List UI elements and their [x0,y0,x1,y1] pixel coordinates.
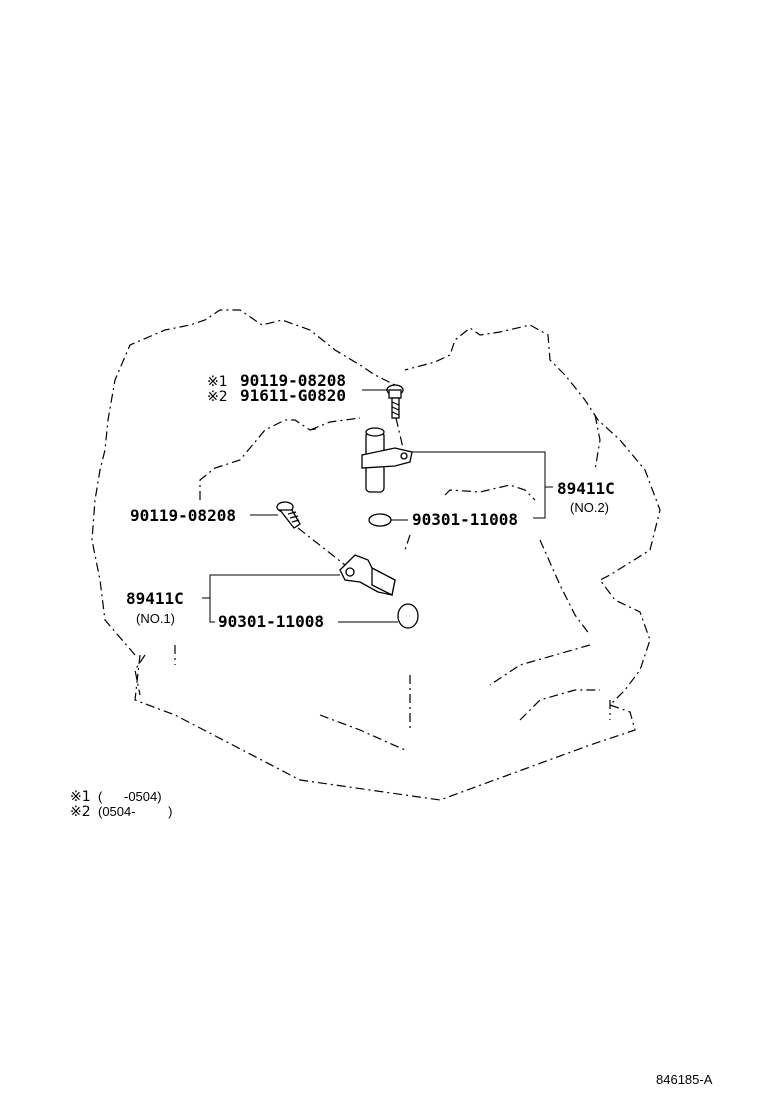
oring-no1-icon [397,603,419,629]
footnote-2-mark: ※2 [70,804,91,820]
footnote-1-text: ( -0504) [98,789,162,804]
figure-id: 846185-A [656,1072,713,1087]
mark-2: ※2 [207,389,228,405]
footnote-1-mark: ※1 [70,789,91,805]
oring-no2-icon [368,513,392,527]
label-oring-no2: 90301-11008 [412,510,518,529]
label-oring-no1: 90301-11008 [218,612,324,631]
sensor-no2-icon [361,427,413,493]
leader-sensor-no2 [412,451,546,519]
transmission-outline [91,309,661,801]
label-sensor-no2-sub: (NO.2) [570,500,609,515]
label-sensor-no1-sub: (NO.1) [136,611,175,626]
footnote-2-text: (0504- ) [98,804,172,819]
bolt-lower-icon [276,501,301,529]
label-sensor-no1: 89411C [126,589,184,608]
label-bolt-note1: 90119-08208 [240,371,346,390]
bolt-upper-icon [386,384,404,419]
mark-1: ※1 [207,374,228,390]
label-bolt-note2: 91611-G0820 [240,386,346,405]
label-sensor-no2: 89411C [557,479,615,498]
sensor-no1-icon [339,554,396,596]
label-bolt-no1: 90119-08208 [130,506,236,525]
